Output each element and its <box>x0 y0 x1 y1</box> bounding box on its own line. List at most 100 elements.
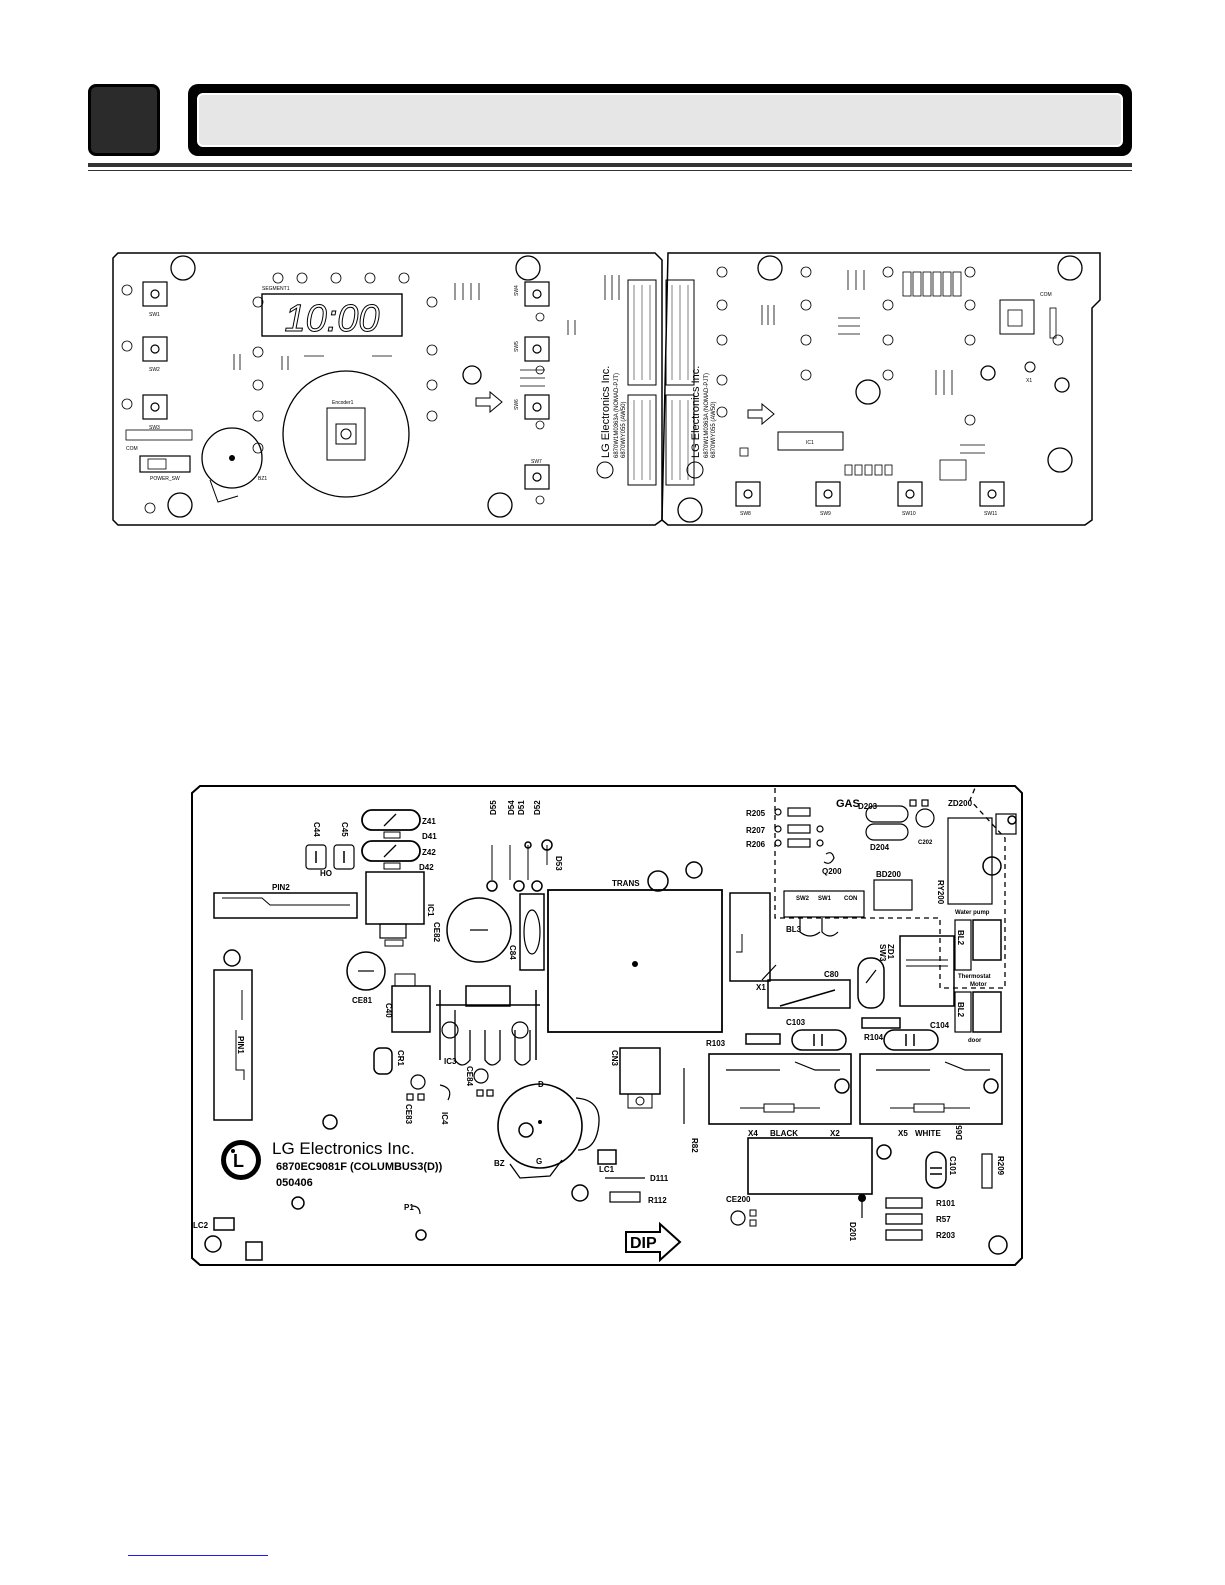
svg-text:BZ1: BZ1 <box>258 476 267 482</box>
svg-text:LG Electronics Inc.: LG Electronics Inc. <box>600 366 612 458</box>
svg-text:BD200: BD200 <box>876 870 901 879</box>
svg-text:WHITE: WHITE <box>915 1129 941 1138</box>
svg-text:ZD1: ZD1 <box>886 944 895 960</box>
svg-text:6870WIY055 (AW50): 6870WIY055 (AW50) <box>621 402 627 458</box>
svg-text:C104: C104 <box>930 1021 950 1030</box>
svg-text:D204: D204 <box>870 843 890 852</box>
svg-text:R57: R57 <box>936 1215 951 1224</box>
svg-text:Z41: Z41 <box>422 817 436 826</box>
section-number-box <box>88 84 160 156</box>
power-switch <box>139 455 191 473</box>
svg-text:LC1: LC1 <box>599 1165 615 1174</box>
svg-text:D111: D111 <box>650 1174 669 1183</box>
svg-text:TRANS: TRANS <box>612 879 640 888</box>
svg-text:BL3: BL3 <box>786 925 802 934</box>
svg-text:G: G <box>536 1157 542 1166</box>
svg-text:X1: X1 <box>756 983 766 992</box>
svg-text:SW1: SW1 <box>149 312 160 318</box>
transformer <box>547 889 723 1033</box>
resistor-array <box>902 271 962 297</box>
svg-text:CE84: CE84 <box>465 1066 474 1087</box>
svg-text:D55: D55 <box>489 800 498 815</box>
svg-text:C45: C45 <box>340 822 349 837</box>
svg-text:D52: D52 <box>533 800 542 815</box>
svg-text:CE82: CE82 <box>432 922 441 943</box>
svg-text:R103: R103 <box>706 1039 726 1048</box>
svg-text:BL2: BL2 <box>956 1002 965 1018</box>
svg-text:LC2: LC2 <box>193 1221 209 1230</box>
svg-text:Water pump: Water pump <box>955 910 990 916</box>
section-title-bar <box>188 84 1132 156</box>
header-rule <box>88 163 1132 167</box>
svg-text:PIN2: PIN2 <box>272 883 290 892</box>
svg-text:ZD200: ZD200 <box>948 799 973 808</box>
svg-text:C202: C202 <box>918 840 933 846</box>
svg-text:SW4: SW4 <box>514 285 520 296</box>
svg-text:IC1: IC1 <box>426 904 435 917</box>
svg-text:6870W1M0363A (NOMAD-PJT): 6870W1M0363A (NOMAD-PJT) <box>614 373 620 458</box>
svg-text:D201: D201 <box>848 1222 857 1242</box>
svg-text:050406: 050406 <box>276 1177 313 1189</box>
svg-text:CE81: CE81 <box>352 996 373 1005</box>
svg-text:IC3: IC3 <box>444 1057 457 1066</box>
svg-text:D54: D54 <box>507 800 516 815</box>
svg-text:Motor: Motor <box>970 982 987 988</box>
svg-text:SW9: SW9 <box>820 511 831 517</box>
svg-text:IC1: IC1 <box>806 440 814 446</box>
ic1-chip <box>777 431 844 451</box>
svg-text:CE200: CE200 <box>726 1195 751 1204</box>
led-row <box>121 272 545 514</box>
svg-text:R205: R205 <box>746 809 766 818</box>
svg-text:door: door <box>968 1038 982 1044</box>
svg-text:C80: C80 <box>824 970 839 979</box>
svg-text:SW3: SW3 <box>878 944 887 962</box>
svg-text:R82: R82 <box>690 1138 699 1153</box>
svg-text:Encoder1: Encoder1 <box>332 400 354 406</box>
svg-text:Thermostat: Thermostat <box>958 974 991 980</box>
svg-text:D42: D42 <box>419 863 434 872</box>
svg-text:COM: COM <box>126 446 138 452</box>
svg-text:SW2: SW2 <box>149 367 160 373</box>
svg-text:DIP: DIP <box>630 1235 657 1252</box>
ce82-capacitor <box>446 897 512 963</box>
svg-text:SW7: SW7 <box>531 459 542 465</box>
svg-text:X1: X1 <box>1026 378 1032 384</box>
svg-text:CR1: CR1 <box>396 1050 405 1067</box>
svg-text:SW2: SW2 <box>796 896 810 902</box>
svg-text:CON: CON <box>844 896 857 902</box>
buzzer-main <box>497 1083 583 1169</box>
svg-text:CE83: CE83 <box>404 1104 413 1125</box>
svg-text:SEGMENT1: SEGMENT1 <box>262 286 290 292</box>
svg-text:BZ: BZ <box>494 1159 505 1168</box>
svg-text:HO: HO <box>320 869 332 878</box>
svg-text:RY200: RY200 <box>936 880 945 905</box>
svg-text:R207: R207 <box>746 826 766 835</box>
svg-text:LG Electronics Inc.: LG Electronics Inc. <box>272 1139 415 1158</box>
svg-text:LG Electronics Inc.: LG Electronics Inc. <box>690 366 702 458</box>
svg-text:SW10: SW10 <box>902 511 916 517</box>
svg-text:BLACK: BLACK <box>770 1129 798 1138</box>
svg-text:SW11: SW11 <box>984 511 997 517</box>
svg-text:D53: D53 <box>554 856 563 871</box>
svg-text:COM: COM <box>1040 292 1052 298</box>
tact-switches-left <box>142 281 550 490</box>
svg-text:X2: X2 <box>830 1129 840 1138</box>
svg-text:BL2: BL2 <box>956 930 965 946</box>
svg-text:Z42: Z42 <box>422 848 436 857</box>
svg-text:D: D <box>538 1080 544 1089</box>
svg-text:PIN1: PIN1 <box>236 1036 245 1054</box>
svg-text:R209: R209 <box>996 1156 1005 1176</box>
svg-text:6870WIY055 (AW50): 6870WIY055 (AW50) <box>711 402 717 458</box>
header-rule-thin <box>88 170 1132 171</box>
svg-text:X5: X5 <box>898 1129 908 1138</box>
svg-text:P1: P1 <box>404 1203 414 1212</box>
svg-text:C84: C84 <box>508 945 517 960</box>
svg-text:C101: C101 <box>948 1156 957 1176</box>
segment-digits: 10:00 <box>284 298 379 340</box>
svg-text:X4: X4 <box>748 1129 758 1138</box>
main-pcb-diagram: C44 C45 HO Z41 D41 Z42 D42 D55 D54 D51 D… <box>191 785 1023 1266</box>
relay-x5 <box>859 1053 1003 1125</box>
encoder-wheel <box>282 370 410 498</box>
svg-text:IC4: IC4 <box>440 1112 449 1125</box>
